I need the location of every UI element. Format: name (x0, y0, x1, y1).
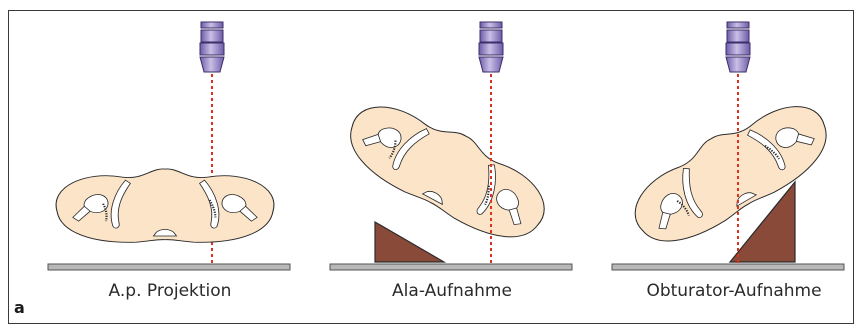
table-top (330, 264, 572, 270)
pelvis-section (619, 86, 841, 260)
xray-tube-icon (726, 22, 750, 72)
xray-tube-icon (200, 22, 224, 72)
table-top (612, 264, 844, 270)
caption-obturator: Obturator-Aufnahme (646, 281, 821, 301)
pelvis-section (56, 169, 274, 242)
pelvis-section (336, 86, 560, 254)
caption-ala: Ala-Aufnahme (392, 281, 512, 301)
caption-ap: A.p. Projektion (109, 281, 232, 301)
table-top (48, 264, 290, 270)
xray-tube-icon (479, 22, 503, 72)
panel-label: a (14, 298, 25, 317)
positioning-wedge (375, 222, 444, 262)
ala-panel (330, 22, 572, 270)
obturator-panel (612, 22, 844, 270)
ap-panel (48, 22, 290, 270)
